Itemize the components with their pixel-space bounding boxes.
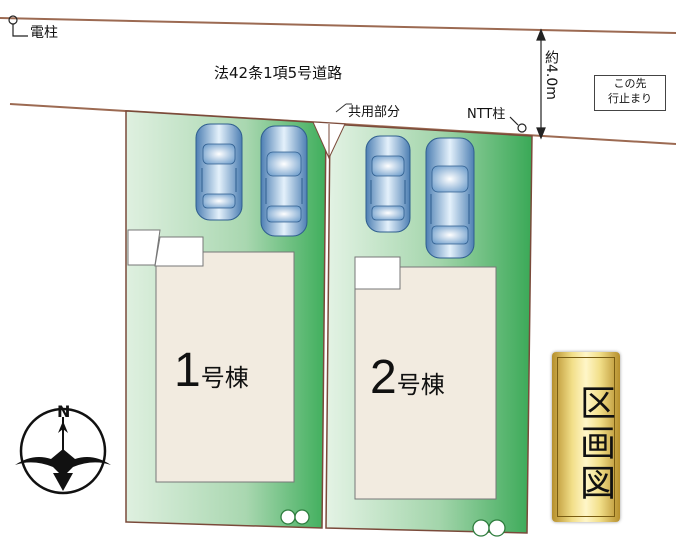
ntt-pole-icon xyxy=(509,116,527,133)
shrub-icon xyxy=(280,509,506,537)
car-icon xyxy=(195,123,243,221)
dead-end-line1: この先 xyxy=(613,77,647,90)
dead-end-sign: この先 行止まり xyxy=(594,75,666,111)
compass-north-label: N xyxy=(57,402,71,421)
car-icon xyxy=(365,135,411,233)
road-width-dimension xyxy=(536,28,546,140)
compass-icon xyxy=(15,407,111,495)
dead-end-line2: 行止まり xyxy=(608,92,652,105)
car-icon xyxy=(425,137,475,259)
building-1-label: 1号棟 xyxy=(174,343,249,398)
shared-area-label: 共用部分 xyxy=(348,105,401,120)
building-2-footprint xyxy=(354,266,497,500)
building-1-footprint xyxy=(155,251,295,483)
road-width-label: 約4.0m xyxy=(543,50,559,100)
building-2-label: 2号棟 xyxy=(370,350,445,405)
diagram-title: 区画図 xyxy=(574,384,615,504)
road-edge-top xyxy=(0,17,676,34)
ntt-pole-label: NTT柱 xyxy=(467,107,506,122)
utility-pole-icon xyxy=(8,15,28,37)
diagram-title-plaque: 区画図 xyxy=(552,352,620,522)
utility-pole-legend-label: 電柱 xyxy=(30,25,58,41)
car-icon xyxy=(260,125,308,237)
building-1-number: 1 xyxy=(174,344,201,397)
building-2-suffix: 号棟 xyxy=(396,372,445,399)
building-1-suffix: 号棟 xyxy=(200,365,249,392)
road-name-label: 法42条1項5号道路 xyxy=(214,64,343,82)
building-2-number: 2 xyxy=(370,351,397,404)
